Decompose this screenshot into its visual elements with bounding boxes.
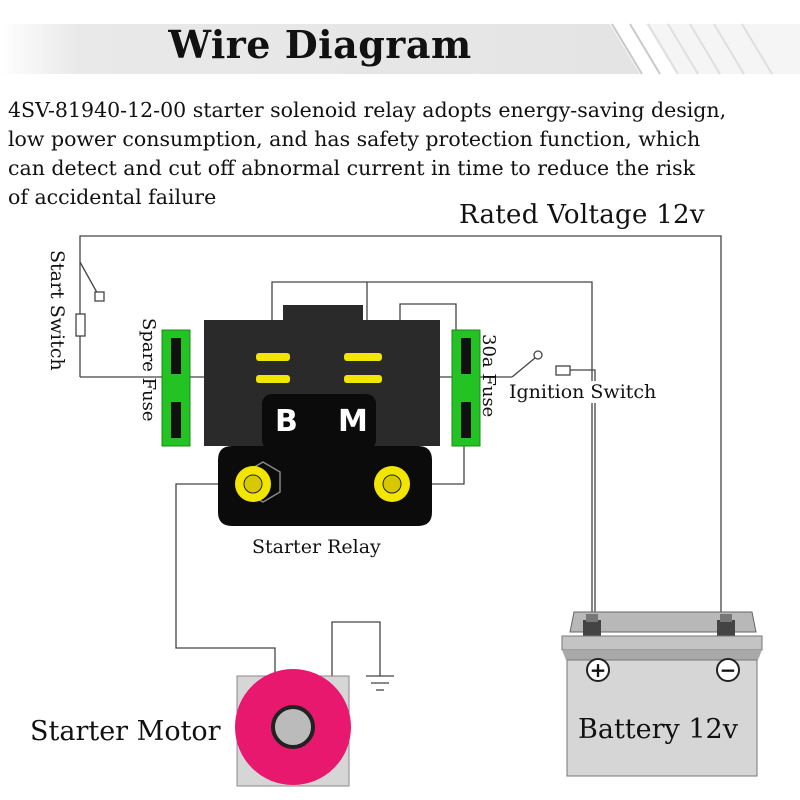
spare-fuse-label: Spare Fuse: [138, 318, 159, 422]
battery-minus-sign: −: [720, 658, 737, 682]
ignition-switch-symbol: [511, 350, 571, 378]
battery-plus-sign: +: [590, 658, 607, 682]
title-banner: [0, 23, 800, 75]
battery-minus-icon: [716, 658, 740, 682]
terminal-m-stud: [374, 466, 410, 502]
start-switch-symbol: [75, 261, 105, 337]
wire-top-loop: [79, 235, 722, 622]
battery-label: Battery 12v: [578, 714, 738, 745]
battery-plus-icon: [586, 658, 610, 682]
starter-motor: [235, 669, 351, 787]
terminal-b-label: B: [275, 404, 298, 439]
rated-voltage-label: Rated Voltage 12v: [459, 200, 705, 230]
terminal-b-stud: [235, 461, 281, 503]
page-title: Wire Diagram: [168, 22, 472, 67]
fuse-30a: [451, 329, 481, 447]
starter-relay-label: Starter Relay: [252, 536, 381, 558]
wire-b-to-motor: [175, 483, 276, 676]
starter-motor-label: Starter Motor: [30, 716, 221, 747]
ground-icon: [366, 675, 394, 691]
relay-blade-terminals: [256, 353, 382, 383]
ignition-switch-label: Ignition Switch: [507, 381, 659, 403]
spare-fuse: [161, 329, 191, 447]
product-description: 4SV-81940-12-00 starter solenoid relay a…: [8, 98, 727, 209]
starter-relay: [204, 305, 440, 526]
wire-ground: [331, 621, 381, 676]
wire-ignition-out: [565, 369, 596, 622]
start-switch-label: Start Switch: [46, 250, 68, 371]
fuse-30a-label: 30a Fuse: [478, 334, 499, 418]
battery: + −: [561, 611, 763, 777]
terminal-m-label: M: [338, 404, 368, 439]
